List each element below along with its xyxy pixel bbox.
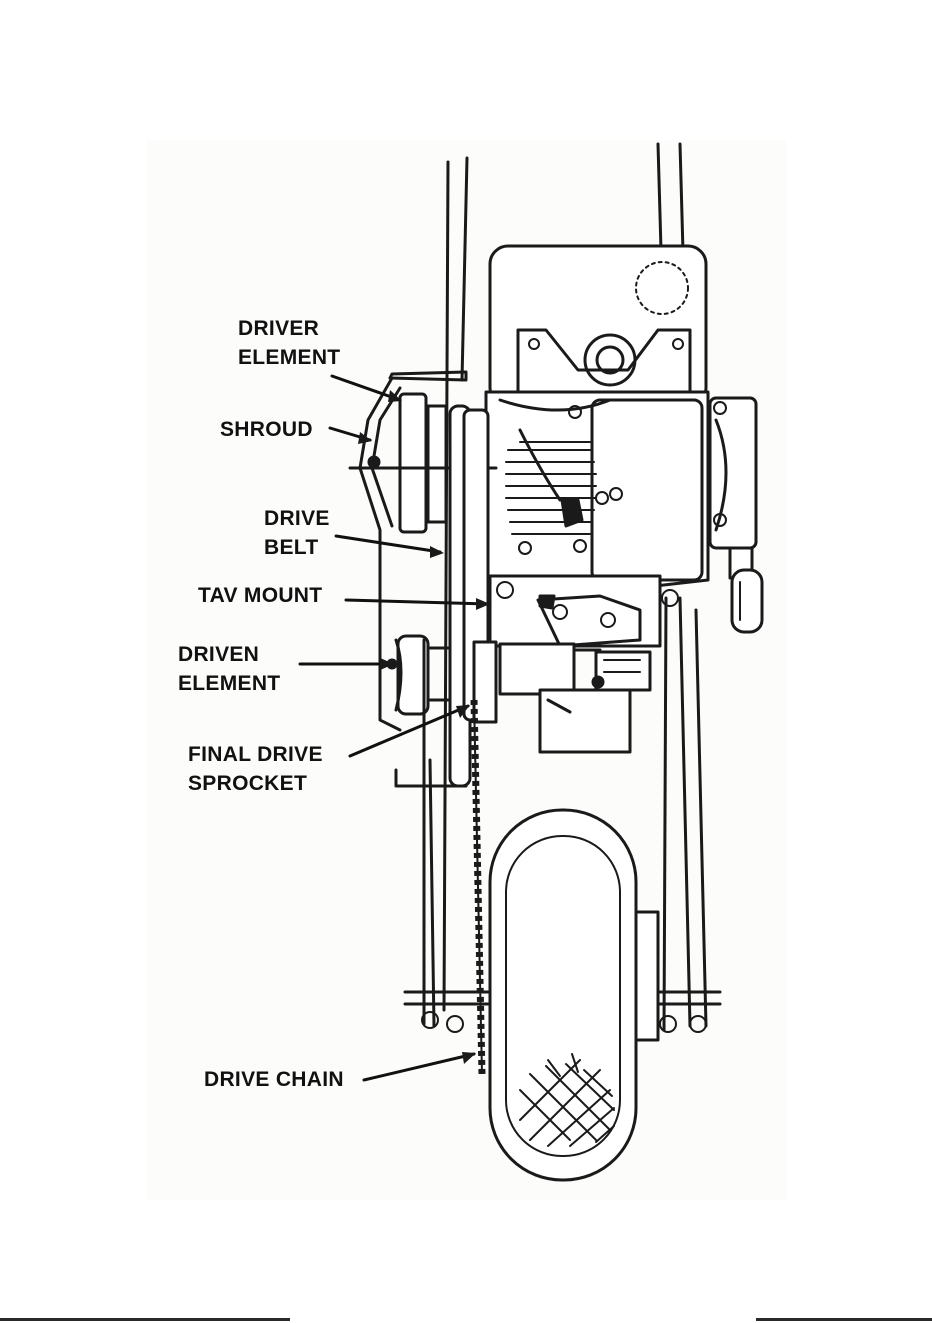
label-tav-mount-line-1: TAV MOUNT [198,581,322,610]
carburetor-assembly [490,576,660,752]
driven-element [388,636,496,722]
leader-drive-chain [364,1054,474,1080]
label-drive-belt: DRIVE BELT [264,504,330,562]
label-driven-element: DRIVEN ELEMENT [178,640,280,698]
label-final-drive-sprocket-line-2: SPROCKET [188,769,323,798]
label-shroud-line-1: SHROUD [220,415,313,444]
leader-drive-belt [336,536,440,552]
label-drive-chain-line-1: DRIVE CHAIN [204,1065,344,1094]
arrow-drive-chain [462,1052,476,1064]
scan-artifact-left [0,1318,290,1321]
label-driver-element: DRIVER ELEMENT [238,314,340,372]
label-driven-element-line-2: ELEMENT [178,669,280,698]
label-tav-mount: TAV MOUNT [198,581,322,610]
engine-fan-housing [490,246,706,406]
label-final-drive-sprocket: FINAL DRIVE SPROCKET [188,740,323,798]
label-shroud: SHROUD [220,415,313,444]
drive-belt [450,406,488,786]
label-drive-belt-line-1: DRIVE [264,504,330,533]
arrow-drive-belt [430,546,444,558]
label-drive-belt-line-2: BELT [264,533,330,562]
wheel [490,810,658,1180]
label-final-drive-sprocket-line-1: FINAL DRIVE [188,740,323,769]
drive-chain [474,700,482,1074]
label-driver-element-line-1: DRIVER [238,314,340,343]
label-driven-element-line-1: DRIVEN [178,640,280,669]
scan-artifact-right [756,1318,932,1321]
label-drive-chain: DRIVE CHAIN [204,1065,344,1094]
engine-body [486,392,708,600]
label-driver-element-line-2: ELEMENT [238,343,340,372]
right-bracket [710,398,762,632]
